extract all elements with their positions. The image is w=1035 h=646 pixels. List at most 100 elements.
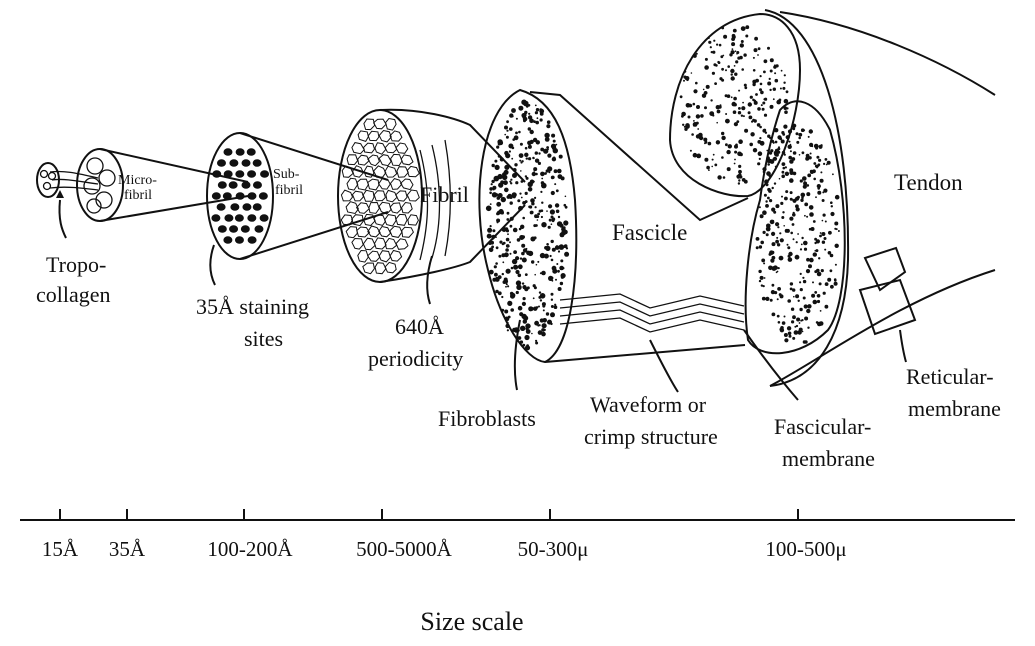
tendon-texture-dot: [764, 97, 768, 101]
tendon-texture-dot: [732, 28, 737, 33]
tendon-texture-dot: [737, 182, 741, 185]
fascicle-texture-dot: [521, 257, 527, 263]
fascicle-texture-dot: [535, 120, 539, 125]
fibril-structure: [337, 108, 526, 283]
fibril-cell: [341, 165, 354, 178]
fascicle-texture-dot: [513, 264, 519, 270]
fascicle-texture-dot: [535, 339, 538, 342]
fascicle-texture-dot: [521, 224, 524, 227]
fibril-cell: [351, 190, 364, 202]
tendon-texture-dot: [682, 123, 685, 127]
fascicle-texture-dot: [540, 171, 545, 177]
tendon-texture-dot: [802, 184, 807, 189]
fascicle-texture-dot: [519, 142, 523, 146]
fascicle-texture-dot: [554, 303, 557, 306]
tendon-texture-dot: [781, 216, 785, 219]
tendon-texture-dot: [803, 247, 808, 251]
fascicle-texture-dot: [550, 190, 555, 196]
tendon-texture-dot: [807, 326, 810, 329]
tendon-texture-dot: [750, 132, 755, 137]
tendon-texture-dot: [833, 281, 838, 286]
fascicle-texture-dot: [550, 312, 555, 318]
fascicle-texture-dot: [506, 329, 509, 332]
fibril-cell: [351, 142, 365, 155]
tendon-texture-dot: [834, 263, 837, 266]
fascicle-texture-dot: [525, 247, 528, 250]
tendon-texture-dot: [761, 258, 766, 263]
tendon-texture-dot: [723, 34, 728, 39]
tendon-texture-dot: [777, 287, 781, 291]
fibril-cell: [373, 237, 387, 250]
tendon-texture-dot: [799, 281, 802, 284]
tendon-texture-dot: [798, 154, 801, 156]
staining-site-dot: [230, 203, 240, 211]
tendon-texture-dot: [830, 284, 834, 289]
tendon-texture-dot: [729, 53, 733, 57]
fascicle-texture-dot: [506, 211, 510, 215]
fascicle-texture-dot: [491, 179, 495, 184]
tendon-texture-dot: [709, 111, 715, 116]
tendon-texture-dot: [766, 171, 771, 176]
tendon-texture-dot: [711, 71, 716, 75]
fascicle-texture-dot: [495, 289, 499, 294]
tendon-texture-dot: [804, 202, 809, 207]
fascicle-texture-dot: [541, 201, 544, 204]
fascicle-texture-dot: [498, 254, 502, 258]
tendon-texture-dot: [774, 78, 779, 83]
fascicle-texture-dot: [541, 222, 547, 228]
tendon-texture-dot: [780, 69, 783, 72]
fascicle-texture-dot: [544, 137, 550, 142]
fascicle-texture-dot: [544, 132, 550, 139]
tendon-texture-dot: [834, 221, 839, 226]
tendon-texture-dot: [764, 131, 768, 134]
tendon-texture-dot: [808, 129, 813, 134]
fibril-cell: [378, 154, 392, 167]
tendon-texture-dot: [725, 69, 727, 72]
tendon-texture-dot: [781, 150, 786, 155]
tendon-texture-dot: [683, 79, 685, 82]
tendon-texture-dot: [798, 136, 801, 140]
tendon-texture-dot: [797, 299, 800, 302]
label-tropocollagen-line1: Tropo-: [46, 252, 106, 277]
tendon-texture-dot: [790, 307, 795, 311]
fibril-cell: [389, 202, 402, 214]
tendon-texture-dot: [760, 90, 764, 95]
staining-site-dot: [223, 148, 233, 156]
tendon-texture-dot: [834, 243, 839, 248]
tendon-texture-dot: [788, 155, 792, 160]
fascicle-texture-dot: [540, 181, 545, 185]
tendon-texture-dot: [730, 76, 735, 81]
fascicle-texture-dot: [558, 154, 563, 159]
fascicle-texture-dot: [541, 177, 544, 180]
tendon-texture-dot: [684, 70, 687, 73]
tendon-texture-dot: [776, 314, 780, 318]
tendon-texture-dot: [775, 271, 778, 274]
fascicle-texture-dot: [543, 253, 549, 259]
staining-site-dot: [235, 148, 245, 156]
tendon-texture-dot: [726, 149, 731, 155]
tendon-texture-dot: [810, 227, 815, 231]
scale-tick-label-4: 500-5000Å: [356, 537, 452, 561]
tendon-texture-dot: [783, 124, 788, 129]
fascicle-texture-dot: [541, 323, 547, 329]
fibril-cell: [362, 189, 375, 202]
label-waveform-line2: crimp structure: [584, 424, 718, 449]
fascicle-texture-dot: [496, 201, 502, 207]
fascicle-texture-dot: [505, 248, 509, 252]
fascicle-texture-dot: [541, 270, 546, 276]
tendon-texture-dot: [752, 148, 758, 153]
tendon-texture-dot: [731, 101, 737, 107]
tendon-texture-dot: [772, 98, 775, 101]
tendon-texture-dot: [756, 123, 761, 127]
tendon-texture-dot: [817, 190, 822, 195]
scale-tick-label-2: 35Å: [109, 537, 146, 561]
tendon-texture-dot: [709, 46, 712, 49]
tendon-texture-dot: [706, 165, 710, 170]
tendon-texture-dot: [692, 152, 698, 158]
tendon-texture-dot: [800, 198, 804, 202]
tendon-texture-dot: [789, 191, 793, 195]
fibril-cell: [345, 226, 358, 239]
tendon-texture-dot: [783, 153, 786, 156]
tendon-texture-dot: [792, 238, 795, 241]
tendon-texture-dot: [789, 143, 792, 146]
